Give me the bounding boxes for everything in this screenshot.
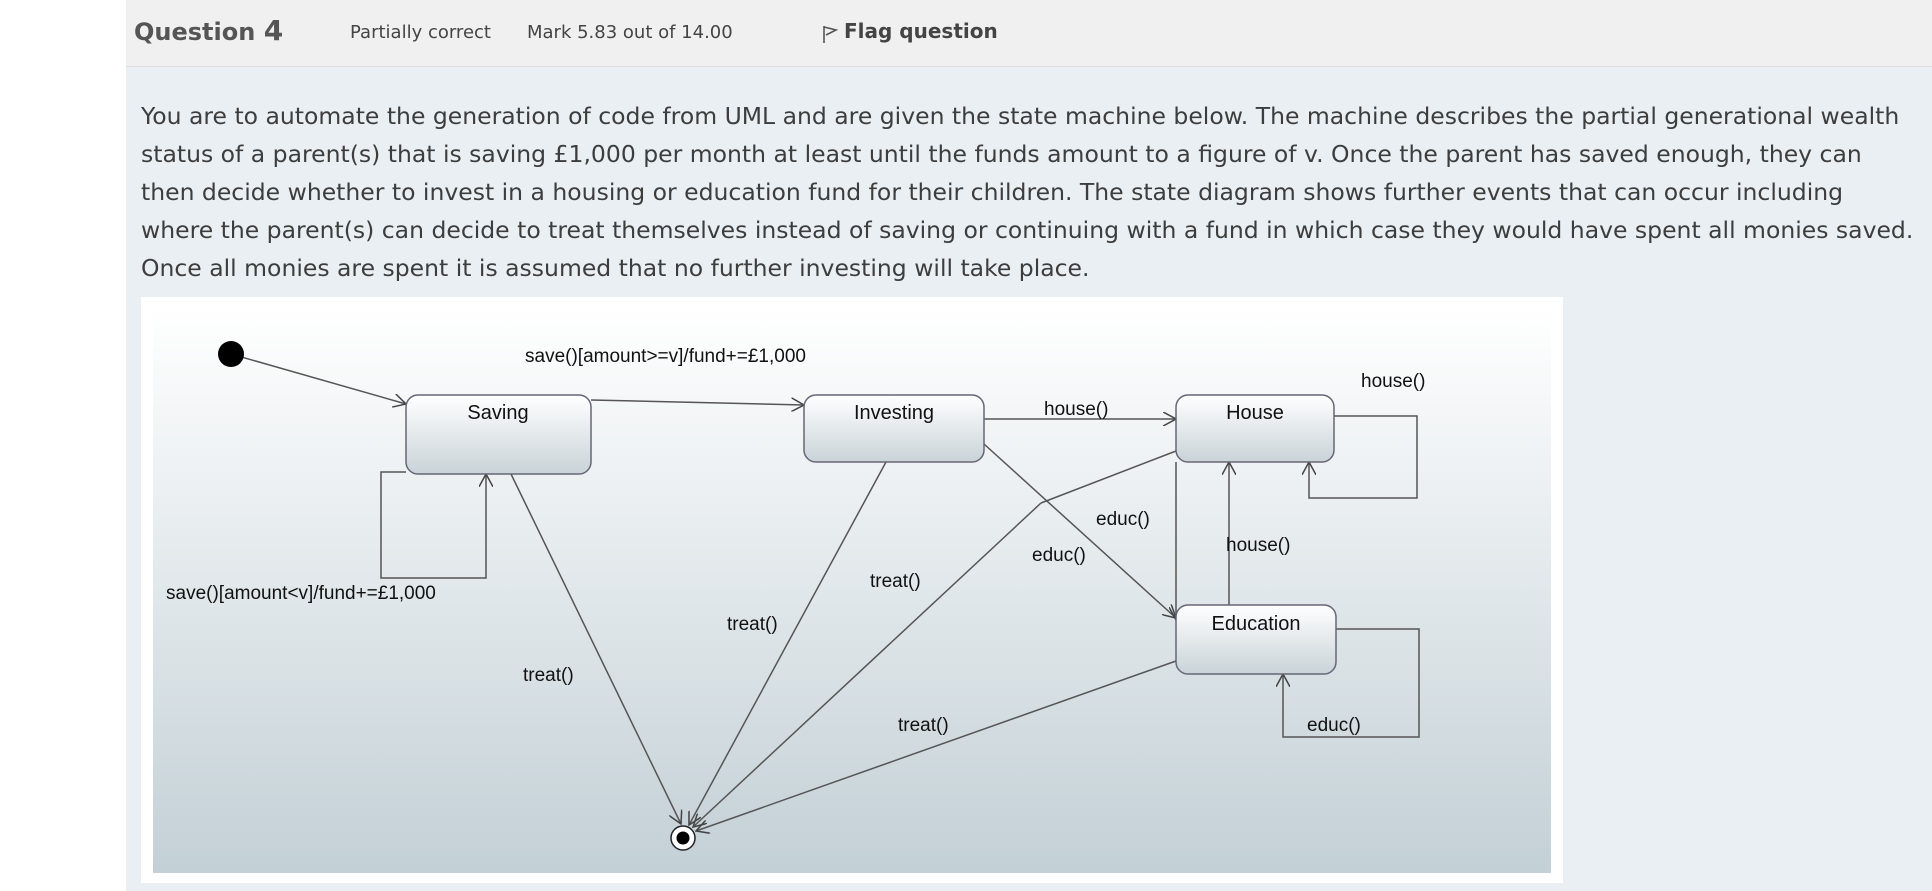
label-saving-treat: treat() (523, 665, 574, 686)
house-loop-transition (1309, 415, 1418, 499)
label-house-treat: treat() (870, 571, 921, 592)
transition-lines (230, 353, 1420, 831)
question-number: Question 4 (134, 14, 283, 47)
educ-loop-transition (1283, 628, 1420, 738)
label-save-enough: save()[amount>=v]/fund+=£1,000 (525, 346, 806, 367)
question-state: Partially correct (350, 22, 491, 43)
house-treat-segment-1 (1040, 450, 1177, 504)
state-saving-box (405, 394, 592, 475)
label-save-loop: save()[amount<v]/fund+=£1,000 (166, 583, 436, 604)
question-text: You are to automate the generation of co… (141, 102, 1914, 282)
final-state-dot (676, 831, 690, 845)
state-house-label: House (1226, 402, 1284, 424)
state-education-label: Education (1212, 613, 1301, 635)
label-house-loop: house() (1361, 371, 1425, 392)
initial-state (218, 341, 244, 367)
initial-transition (230, 353, 406, 404)
state-investing-box (803, 394, 985, 463)
state-saving-label: Saving (467, 402, 528, 424)
saving-treat-transition (510, 473, 681, 824)
flag-question-button[interactable]: Flag question (822, 19, 998, 44)
state-diagram: Saving Investing House Education save()[… (141, 297, 1563, 883)
question-grade: Mark 5.83 out of 14.00 (527, 22, 733, 43)
flag-icon (822, 24, 839, 44)
save-enough-transition (590, 400, 804, 405)
house-treat-transition (693, 502, 1042, 827)
question-info-bar: Question 4 Partially correct Mark 5.83 o… (126, 0, 1932, 67)
investing-treat-transition (689, 461, 887, 825)
flag-question-label: Flag question (844, 19, 998, 43)
question-label: Question (134, 18, 256, 46)
label-investing-educ: educ() (1032, 545, 1086, 566)
state-education-box (1175, 604, 1337, 675)
label-educ-treat: treat() (898, 715, 949, 736)
state-house-box (1175, 394, 1335, 463)
state-investing-label: Investing (854, 402, 934, 424)
label-educ-loop: educ() (1307, 715, 1361, 736)
educ-treat-transition (696, 660, 1177, 831)
question-number-value: 4 (263, 14, 284, 47)
question-content: You are to automate the generation of co… (126, 67, 1932, 891)
label-investing-treat: treat() (727, 614, 778, 635)
label-educ-house: house() (1226, 535, 1290, 556)
label-investing-house: house() (1044, 399, 1108, 420)
save-loop-transition (380, 471, 486, 579)
label-house-educ: educ() (1096, 509, 1150, 530)
investing-educ-transition (983, 443, 1176, 618)
